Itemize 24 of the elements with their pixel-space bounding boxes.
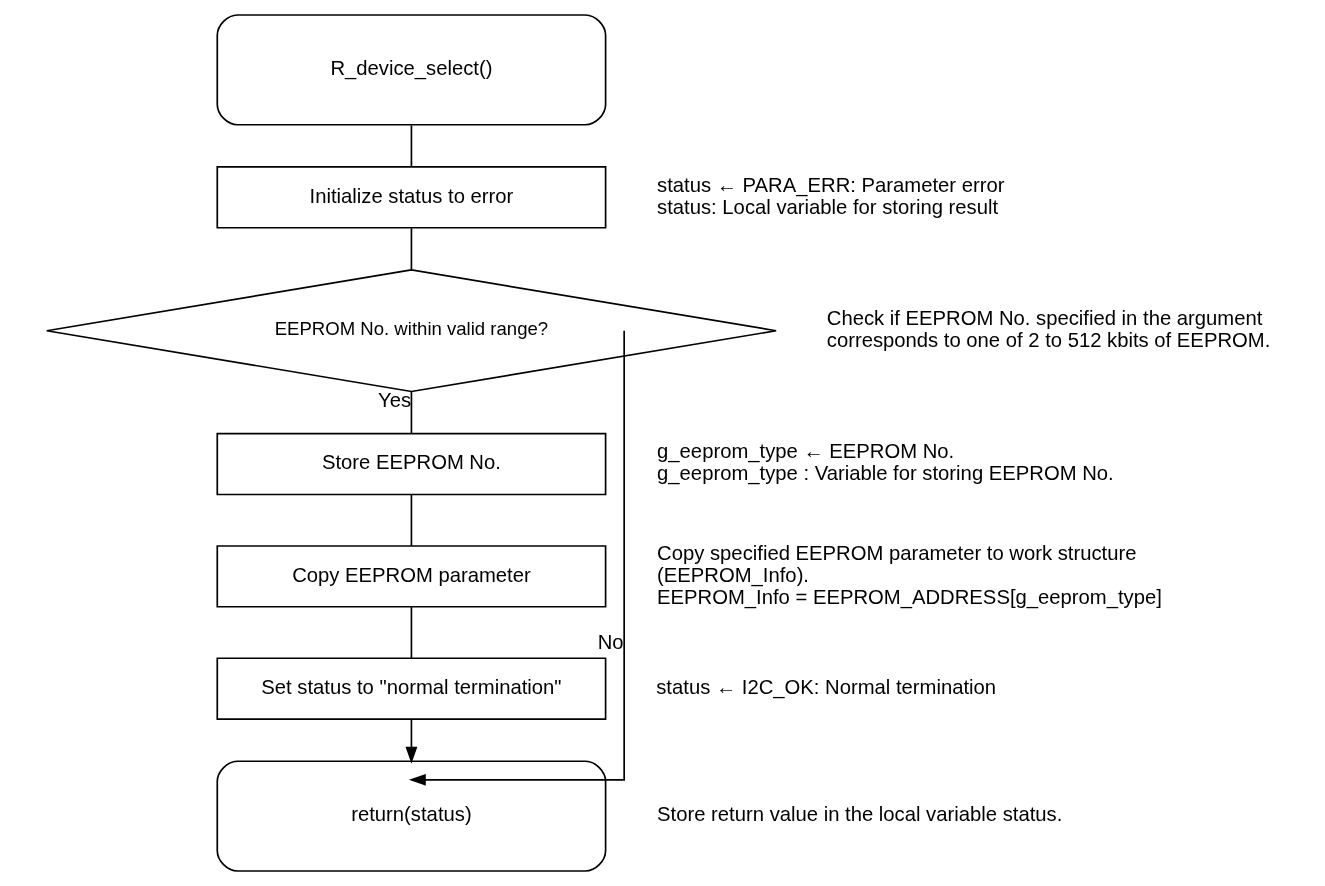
arrow [405, 718, 417, 764]
node-label: status ← PARA_ERR: Parameter error [656, 173, 1004, 196]
node-label: g_eeprom_type : Variable for storing EEPROM No. [656, 462, 1114, 485]
node-label: g_eeprom_type ← EEPROM No. [656, 440, 954, 463]
node-box: Copy EEPROM parameter [215, 545, 606, 608]
node-label: EEPROM_Info = EEPROM_ADDRESS[g_eeprom_type] [656, 585, 1162, 608]
node-label: status ← I2C_OK: Normal termination [655, 675, 996, 698]
node-box: Store EEPROM No. [215, 432, 606, 496]
connector [410, 606, 412, 659]
node-box: return(status) [215, 760, 606, 872]
node-label: status: Local variable for storing result [656, 195, 998, 218]
node-label: Store return value in the local variable status. [656, 803, 1062, 826]
node-label: Copy specified EEPROM parameter to work structure (EEPROM_Info). [656, 541, 1137, 586]
connector [410, 124, 412, 168]
node-box: R_device_select() [215, 14, 606, 126]
edge-label: No [597, 631, 624, 654]
connector [410, 227, 412, 271]
connector [410, 391, 412, 434]
node-box: Set status to "normal termination" [215, 657, 606, 720]
node-box: Initialize status to error [215, 166, 606, 229]
node-label: Check if EEPROM No. specified in the argument corresponds to one of 2 to 512 kbits of EEPROM. [826, 306, 1270, 351]
connector [410, 493, 412, 547]
arrow [408, 329, 625, 786]
node-diamond: EEPROM No. within valid range? [45, 269, 777, 393]
